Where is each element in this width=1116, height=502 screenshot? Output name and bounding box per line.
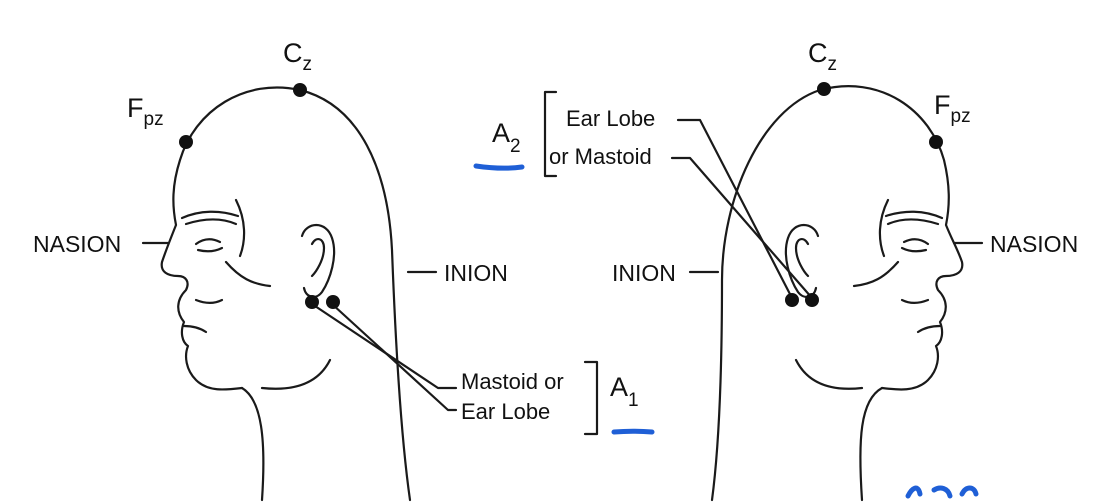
a1-label: A1 [610,374,639,401]
right-cz-label: Cz [808,40,837,67]
right-a2-electrode-2 [805,293,819,307]
left-a1-leader-1 [312,304,456,388]
left-a1-electrode-2 [326,295,340,309]
left-a1-line-1: Mastoid or [461,371,564,393]
right-cz-electrode [817,82,831,96]
left-head-outline [162,87,410,500]
left-nasion-label: NASION [33,233,121,256]
left-fpz-electrode [179,135,193,149]
right-nasion-label: NASION [990,233,1078,256]
left-a1-electrode-1 [305,295,319,309]
left-cz-label: Cz [283,40,312,67]
a1-bracket [585,362,597,434]
a1-highlight-mark [614,431,652,432]
a2-highlight-mark [476,166,522,168]
right-a2-line-1: Ear Lobe [566,108,655,130]
left-fpz-label: Fpz [127,95,164,122]
left-a1-line-2: Ear Lobe [461,401,550,423]
left-cz-electrode [293,83,307,97]
corner-handwriting-mark [908,488,976,496]
right-a2-line-2: or Mastoid [549,146,652,168]
right-inion-label: INION [612,262,676,285]
right-fpz-label: Fpz [934,92,971,119]
left-inion-label: INION [444,262,508,285]
right-head-outline [712,86,962,500]
right-a2-electrode-1 [785,293,799,307]
right-fpz-electrode [929,135,943,149]
a2-label: A2 [492,120,521,147]
